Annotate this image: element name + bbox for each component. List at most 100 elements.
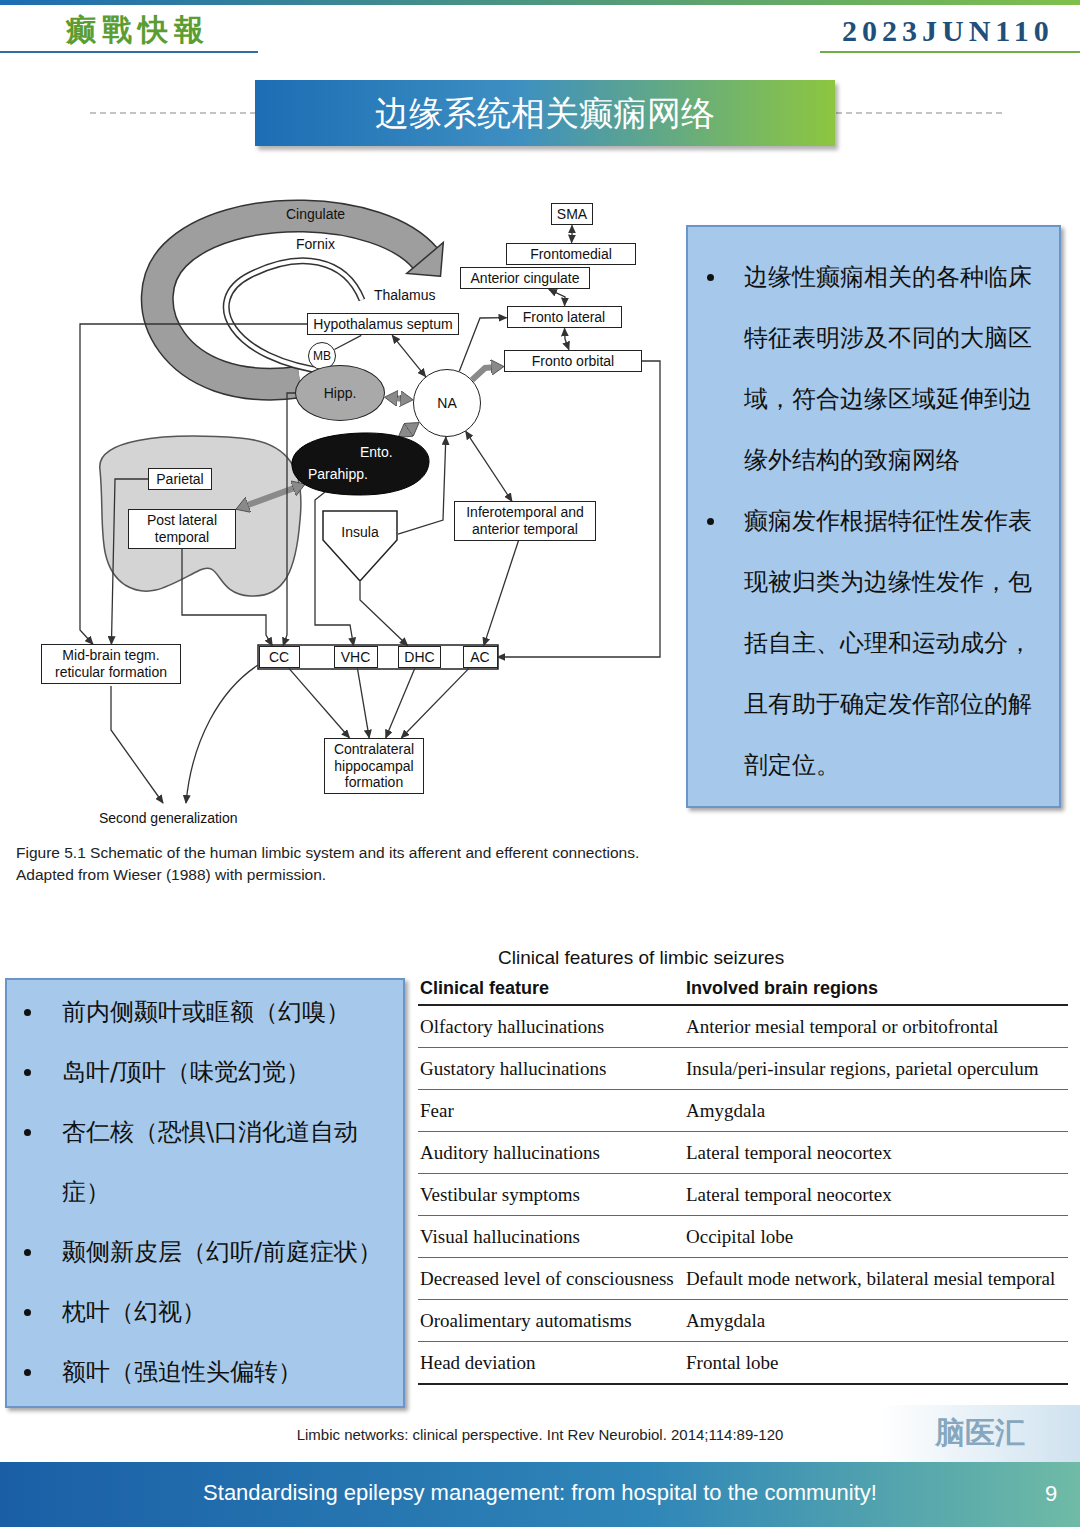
table-cell: Default mode network, bilateral mesial t…	[684, 1258, 1068, 1299]
table-row: Auditory hallucinationsLateral temporal …	[418, 1132, 1068, 1174]
node-label: Insula	[322, 510, 398, 540]
generalization-arrow	[111, 686, 163, 803]
node-label: SMA	[557, 206, 587, 223]
region-box: Mid-brain tegm. reticular formation	[41, 644, 181, 684]
table-cell: Insula/peri-insular regions, parietal op…	[684, 1048, 1068, 1089]
table-row: Vestibular symptomsLateral temporal neoc…	[418, 1174, 1068, 1216]
footer-slogan: Standardising epilepsy management: from …	[203, 1480, 877, 1506]
connector-arrow	[459, 318, 506, 372]
generalization-arrow	[186, 665, 258, 803]
node-label: Contralateral hippocampal formation	[330, 741, 418, 791]
connector-arrow	[245, 487, 296, 505]
footer-band	[0, 1462, 1080, 1527]
connector-arrow	[484, 541, 519, 646]
connector-arrow	[565, 328, 569, 349]
node-label: CC	[265, 649, 294, 666]
node-label: Anterior cingulate	[466, 270, 584, 287]
table-cell: Amygdala	[684, 1300, 1068, 1341]
insula-shape: Insula	[322, 510, 398, 582]
parietal-lobe	[100, 436, 301, 596]
top-strip	[0, 0, 1080, 5]
connector-arrow	[394, 395, 403, 402]
bullet-dot	[24, 1009, 31, 1016]
bullet-text: 枕叶（幻视）	[62, 1282, 383, 1342]
journal-name: 癫戰快報	[66, 10, 210, 51]
bullet-dot	[24, 1129, 31, 1136]
table-row: Decreased level of consciousnessDefault …	[418, 1258, 1068, 1300]
connector-arrow	[571, 225, 573, 242]
watermark: 脑医汇	[935, 1413, 1025, 1454]
region-box: Fronto orbital	[504, 350, 642, 373]
node-label: Hypothalamus septum	[313, 316, 452, 333]
connector-arrow	[182, 549, 272, 646]
region-box: Parietal	[148, 468, 212, 491]
bullet-text: 癫痫发作根据特征性发作表现被归类为边缘性发作，包括自主、心理和运动成分，且有助于…	[744, 491, 1040, 796]
part-name: Thalamus	[374, 287, 435, 303]
region-box: Inferotemporal and anterior temporal	[454, 501, 596, 541]
connector-arrow	[406, 428, 411, 431]
bullet-dot	[707, 518, 714, 525]
bullet-text: 岛叶/顶叶（味觉幻觉）	[62, 1042, 383, 1102]
summary-panel: 前内侧颞叶或眶额（幻嗅）岛叶/顶叶（味觉幻觉）杏仁核（恐惧\口消化道自动症）颞侧…	[5, 978, 405, 1408]
commissure-row	[258, 645, 498, 669]
table-cell: Frontal lobe	[684, 1342, 1068, 1383]
table-cell: Amygdala	[684, 1090, 1068, 1131]
bullet-dot	[24, 1069, 31, 1076]
part-name: Second generalization	[99, 810, 238, 826]
bullet-text: 杏仁核（恐惧\口消化道自动症）	[62, 1102, 383, 1222]
part-name: Cingulate	[286, 206, 345, 222]
table-row: Gustatory hallucinationsInsula/peri-insu…	[418, 1048, 1068, 1090]
bullet-dot	[24, 1249, 31, 1256]
figure-caption: Figure 5.1 Schematic of the human limbic…	[16, 842, 681, 885]
table-row: Oroalimentary automatismsAmygdala	[418, 1300, 1068, 1342]
region-circle: NA	[413, 369, 481, 437]
issue-number: 2023JUN110	[842, 14, 1054, 48]
table-row: Visual hallucinationsOccipital lobe	[418, 1216, 1068, 1258]
connector-arrow	[360, 582, 408, 646]
blob-outline	[290, 432, 430, 496]
table-cell: Olfactory hallucinations	[418, 1006, 684, 1047]
node-label: DHC	[404, 649, 434, 666]
summary-panel: 边缘性癫痫相关的各种临床特征表明涉及不同的大脑区域，符合边缘区域延伸到边缘外结构…	[686, 225, 1061, 808]
title-text: 边缘系统相关癫痫网络	[255, 80, 835, 146]
region-box: Anterior cingulate	[460, 267, 590, 290]
node-label: Mid-brain tegm. reticular formation	[47, 647, 175, 681]
connector-arrow	[334, 335, 361, 349]
region-box: Hypothalamus septum	[307, 313, 458, 336]
table-cell: Auditory hallucinations	[418, 1132, 684, 1173]
table-cell: Lateral temporal neocortex	[684, 1174, 1068, 1215]
entorhinal-blob: Ento.Parahipp.	[290, 432, 430, 496]
insula-outline	[323, 511, 397, 581]
table-row: Olfactory hallucinationsAnterior mesial …	[418, 1006, 1068, 1048]
node-label: Parahipp.	[308, 466, 368, 482]
header-rule	[0, 51, 258, 53]
bullet-text: 额叶（强迫性头偏转）	[62, 1342, 383, 1402]
connector-arrow	[386, 668, 415, 737]
commissure-cell: AC	[463, 646, 498, 669]
insula-outline	[322, 510, 398, 582]
part-name: Fornix	[296, 236, 335, 252]
connector-arrow	[401, 668, 468, 737]
table-cell: Fear	[418, 1090, 684, 1131]
connector-arrow	[80, 324, 307, 644]
node-label: VHC	[340, 649, 372, 666]
cingulate-arrowhead	[407, 243, 444, 277]
citation: Limbic networks: clinical perspective. I…	[297, 1426, 784, 1443]
node-label: Inferotemporal and anterior temporal	[460, 504, 590, 538]
node-label: AC	[469, 649, 492, 666]
table-cell: Anterior mesial temporal or orbitofronta…	[684, 1006, 1068, 1047]
node-label: MB	[313, 349, 331, 363]
node-label: Parietal	[154, 471, 206, 488]
connector-arrow	[472, 367, 494, 380]
table-cell: Gustatory hallucinations	[418, 1048, 684, 1089]
commissure-cell: DHC	[398, 646, 440, 669]
table-header-cell: Involved brain regions	[684, 972, 1068, 1004]
connector-arrow	[283, 393, 295, 646]
bullet-text: 前内侧颞叶或眶额（幻嗅）	[62, 982, 383, 1042]
bullet-dot	[707, 274, 714, 281]
region-box: Post lateral temporal	[128, 509, 236, 549]
blob-outline	[292, 433, 429, 495]
table-cell: Head deviation	[418, 1342, 684, 1383]
commissure-cell: CC	[259, 646, 300, 669]
